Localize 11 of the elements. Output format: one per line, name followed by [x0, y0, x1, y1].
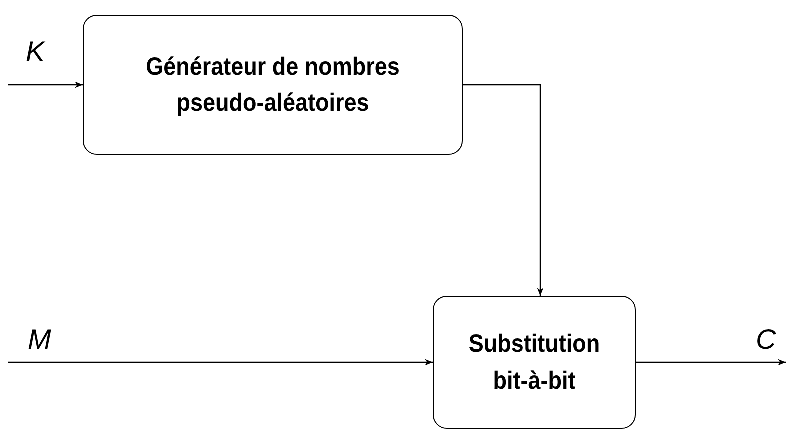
arrow: [463, 84, 544, 296]
box-label: Générateur de nombres pseudo-aléatoires: [145, 52, 401, 119]
arrow: [8, 82, 83, 88]
box-label: Substitution bit-à-bit: [468, 329, 602, 396]
arrow: [636, 359, 786, 366]
process-box: [433, 296, 636, 429]
edge-label: M: [28, 326, 52, 354]
edge-label: C: [756, 326, 776, 354]
edge-label: K: [26, 38, 45, 66]
arrow: [8, 359, 433, 366]
process-box: [83, 15, 463, 155]
